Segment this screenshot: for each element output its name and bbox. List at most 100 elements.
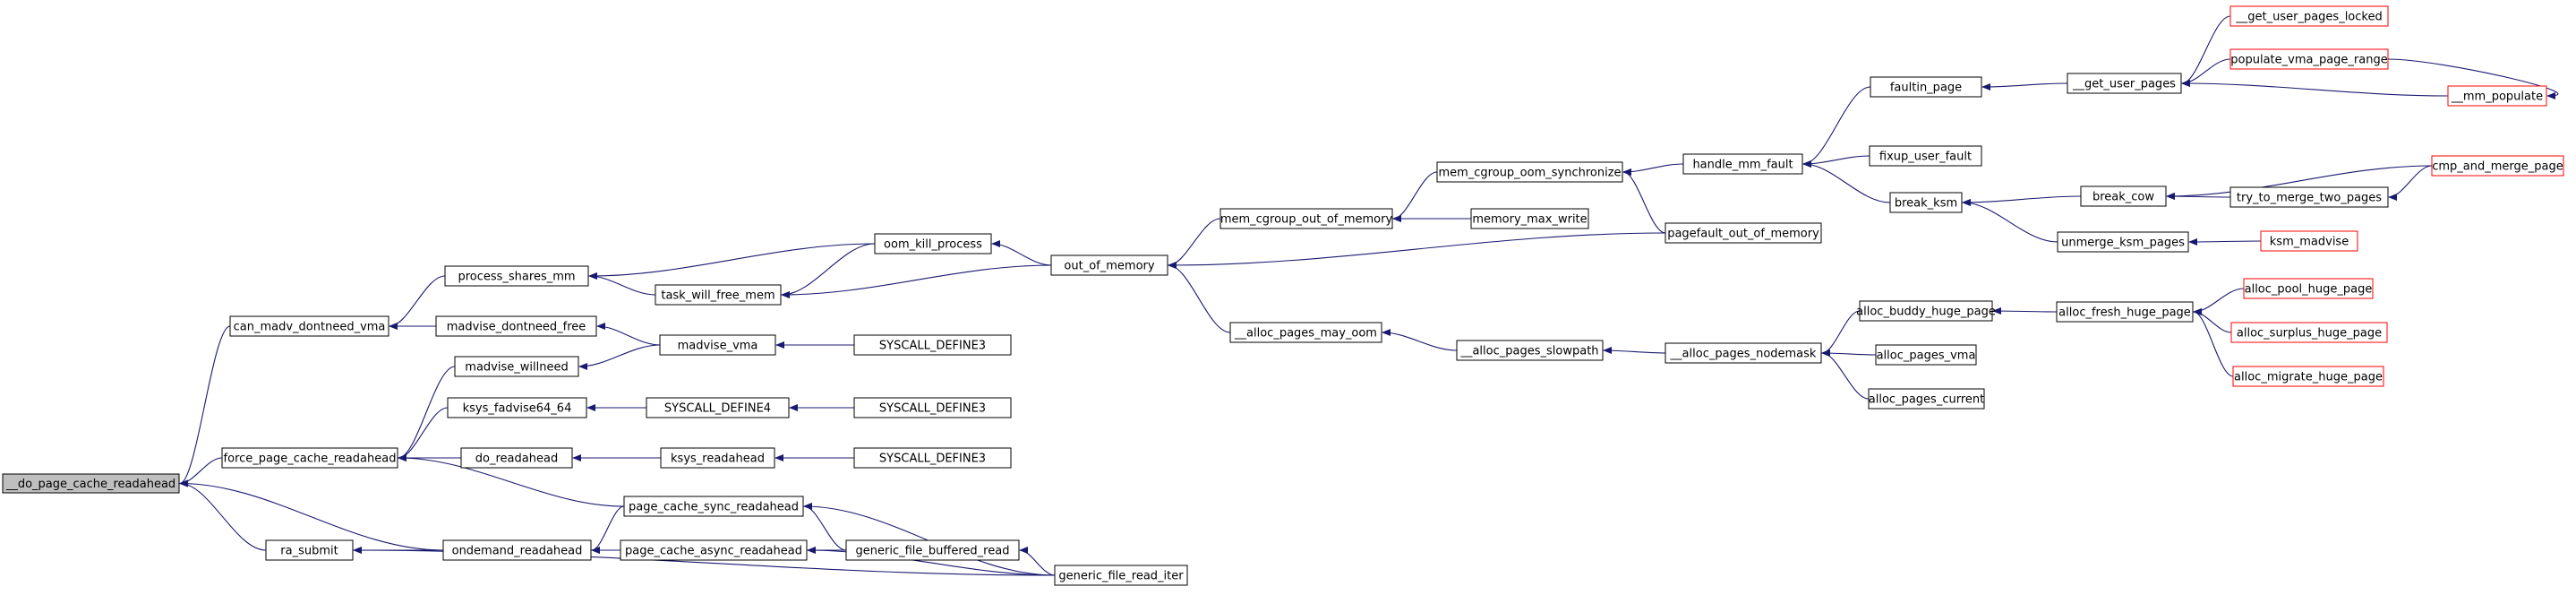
node-mem-cgroup-out-of-memory[interactable]: mem_cgroup_out_of_memory bbox=[1220, 208, 1393, 229]
node-break-cow[interactable]: break_cow bbox=[2080, 185, 2167, 207]
call-edge-break_ksm-to-handle_mm_fault bbox=[1802, 160, 1891, 203]
node-label: pagefault_out_of_memory bbox=[1667, 228, 1819, 241]
node-madvise-vma[interactable]: madvise_vma bbox=[659, 334, 776, 356]
node-process-shares-mm[interactable]: process_shares_mm bbox=[444, 265, 589, 287]
node-box bbox=[1875, 344, 1977, 366]
node-ksm-madvise[interactable]: ksm_madvise bbox=[2260, 230, 2358, 252]
node-unmerge-ksm-pages[interactable]: unmerge_ksm_pages bbox=[2057, 231, 2189, 253]
node-do-readahead[interactable]: do_readahead bbox=[460, 447, 573, 469]
node-box bbox=[623, 496, 804, 517]
node-box bbox=[1665, 222, 1822, 244]
node-oom-kill-process[interactable]: oom_kill_process bbox=[874, 233, 992, 254]
call-edge-faultin_page-to-handle_mm_fault bbox=[1802, 86, 1871, 168]
node-get-user-pages-locked[interactable]: __get_user_pages_locked bbox=[2229, 5, 2389, 27]
node-generic-file-buffered-read[interactable]: generic_file_buffered_read bbox=[845, 539, 1020, 561]
node-alloc-pages-slowpath[interactable]: __alloc_pages_slowpath bbox=[1456, 340, 1604, 361]
call-edge-oom_kill_process-to-process_shares_mm bbox=[588, 243, 876, 280]
node-label: ksm_madvise bbox=[2270, 236, 2349, 249]
node-box bbox=[229, 315, 389, 337]
node-alloc-pages-may-oom[interactable]: __alloc_pages_may_oom bbox=[1229, 322, 1382, 343]
node-alloc-surplus-huge-page[interactable]: alloc_surplus_huge_page bbox=[2230, 322, 2388, 343]
call-edge-madvise_vma-to-madvise_dontneed_free bbox=[596, 323, 661, 346]
node-box bbox=[454, 356, 579, 377]
node-madvise-willneed[interactable]: madvise_willneed bbox=[454, 356, 579, 377]
node-alloc-pages-vma[interactable]: alloc_pages_vma bbox=[1875, 344, 1977, 366]
call-edge-try_to_merge_two_pages-to-break_cow bbox=[2166, 193, 2231, 201]
node-ra-submit[interactable]: ra_submit bbox=[265, 539, 354, 561]
node-SYSCALL-DEFINE3-c[interactable]: SYSCALL_DEFINE3 bbox=[853, 447, 1012, 469]
node-mem-cgroup-oom-synchronize[interactable]: mem_cgroup_oom_synchronize bbox=[1436, 161, 1623, 183]
node-box bbox=[1889, 192, 1963, 213]
node-label: faultin_page bbox=[1890, 82, 1962, 95]
node-label: force_page_cache_readahead bbox=[224, 453, 397, 466]
call-edge-get_user_pages_locked-to-get_user_pages bbox=[2181, 15, 2231, 87]
node-alloc-fresh-huge-page[interactable]: alloc_fresh_huge_page bbox=[2056, 301, 2194, 323]
node-label: mem_cgroup_oom_synchronize bbox=[1438, 167, 1621, 180]
node-box bbox=[1870, 76, 1982, 98]
node-label: handle_mm_fault bbox=[1692, 159, 1793, 172]
node-label: task_will_free_mem bbox=[661, 289, 775, 303]
node-label: can_madv_dontneed_vma bbox=[234, 321, 386, 334]
node-label: populate_vma_page_range bbox=[2230, 54, 2387, 67]
node-alloc-buddy-huge-page[interactable]: alloc_buddy_huge_page bbox=[1856, 300, 1996, 322]
node-label: out_of_memory bbox=[1064, 260, 1154, 273]
node-label: alloc_buddy_huge_page bbox=[1856, 306, 1996, 319]
node-box bbox=[1054, 565, 1188, 586]
node-label: ra_submit bbox=[280, 545, 338, 558]
node-label: unmerge_ksm_pages bbox=[2061, 237, 2185, 250]
node-box bbox=[1470, 208, 1589, 229]
node-label: generic_file_read_iter bbox=[1058, 570, 1184, 583]
node-out-of-memory[interactable]: out_of_memory bbox=[1050, 254, 1168, 276]
node-box bbox=[853, 334, 1012, 356]
node-box bbox=[2080, 185, 2167, 207]
node-madvise-dontneed-free[interactable]: madvise_dontneed_free bbox=[435, 315, 597, 337]
node-populate-vma-page-range[interactable]: populate_vma_page_range bbox=[2229, 48, 2389, 70]
node-SYSCALL-DEFINE3-b[interactable]: SYSCALL_DEFINE3 bbox=[853, 397, 1012, 418]
node-break-ksm[interactable]: break_ksm bbox=[1889, 192, 1963, 213]
call-edge-alloc_pool_huge_page-to-alloc_fresh_huge_page bbox=[2193, 288, 2245, 315]
call-edge-out_of_memory-to-task_will_free_mem bbox=[781, 264, 1052, 298]
node-box bbox=[460, 447, 573, 469]
node-fixup-user-fault[interactable]: fixup_user_fault bbox=[1869, 145, 1982, 167]
node-box bbox=[2057, 231, 2189, 253]
node-page-cache-sync-readahead[interactable]: page_cache_sync_readahead bbox=[623, 496, 804, 517]
node-alloc-pool-huge-page[interactable]: alloc_pool_huge_page bbox=[2243, 278, 2374, 299]
node-pagefault-out-of-memory[interactable]: pagefault_out_of_memory bbox=[1665, 222, 1822, 244]
node-page-cache-async-readahead[interactable]: page_cache_async_readahead bbox=[620, 539, 808, 561]
call-edge-out_of_memory-to-oom_kill_process bbox=[991, 240, 1052, 266]
node-alloc-pages-nodemask[interactable]: __alloc_pages_nodemask bbox=[1665, 342, 1822, 364]
call-edge-generic_file_buffered_read-to-page_cache_sync_readahead bbox=[803, 503, 847, 551]
node-SYSCALL-DEFINE4[interactable]: SYSCALL_DEFINE4 bbox=[646, 397, 790, 418]
node-box bbox=[1436, 161, 1623, 183]
node-alloc-migrate-huge-page[interactable]: alloc_migrate_huge_page bbox=[2232, 366, 2384, 387]
call-edge-task_will_free_mem-to-process_shares_mm bbox=[588, 272, 656, 296]
node-label: __do_page_cache_readahead bbox=[5, 478, 175, 491]
node-mm-populate[interactable]: __mm_populate bbox=[2447, 85, 2547, 107]
node-label: break_ksm bbox=[1895, 197, 1957, 211]
node-label: alloc_migrate_huge_page bbox=[2234, 371, 2383, 384]
node-force-page-cache-readahead[interactable]: force_page_cache_readahead bbox=[221, 447, 398, 469]
call-edge-alloc_pages_vma-to-alloc_pages_nodemask bbox=[1821, 349, 1877, 358]
node-faultin-page[interactable]: faultin_page bbox=[1870, 76, 1982, 98]
node-cmp-and-merge-page[interactable]: cmp_and_merge_page bbox=[2431, 155, 2564, 177]
node-task-will-free-mem[interactable]: task_will_free_mem bbox=[655, 284, 782, 306]
node-ksys-fadvise64-64[interactable]: ksys_fadvise64_64 bbox=[447, 397, 587, 418]
node-generic-file-read-iter[interactable]: generic_file_read_iter bbox=[1054, 565, 1188, 586]
node-label: SYSCALL_DEFINE3 bbox=[879, 402, 986, 416]
node-label: mem_cgroup_out_of_memory bbox=[1220, 213, 1393, 227]
node-label: alloc_pages_current bbox=[1869, 393, 1984, 407]
node-box bbox=[1868, 388, 1985, 410]
node-memory-max-write[interactable]: memory_max_write bbox=[1470, 208, 1589, 229]
node-get-user-pages[interactable]: __get_user_pages bbox=[2067, 73, 2182, 94]
node-ondemand-readahead[interactable]: ondemand_readahead bbox=[442, 539, 592, 561]
node-handle-mm-fault[interactable]: handle_mm_fault bbox=[1682, 153, 1803, 175]
node-try-to-merge-two-pages[interactable]: try_to_merge_two_pages bbox=[2229, 186, 2389, 208]
node-box bbox=[853, 397, 1012, 418]
node-ksys-readahead[interactable]: ksys_readahead bbox=[660, 447, 775, 469]
node-label: ksys_fadvise64_64 bbox=[463, 402, 572, 416]
node-alloc-pages-current[interactable]: alloc_pages_current bbox=[1868, 388, 1985, 410]
call-edge-force_page_cache_readahead-to-do_page_cache_readahead bbox=[179, 457, 223, 487]
node-label: process_shares_mm bbox=[458, 271, 575, 284]
node-SYSCALL-DEFINE3-a[interactable]: SYSCALL_DEFINE3 bbox=[853, 334, 1012, 356]
node-can-madv-dontneed-vma[interactable]: can_madv_dontneed_vma bbox=[229, 315, 389, 337]
